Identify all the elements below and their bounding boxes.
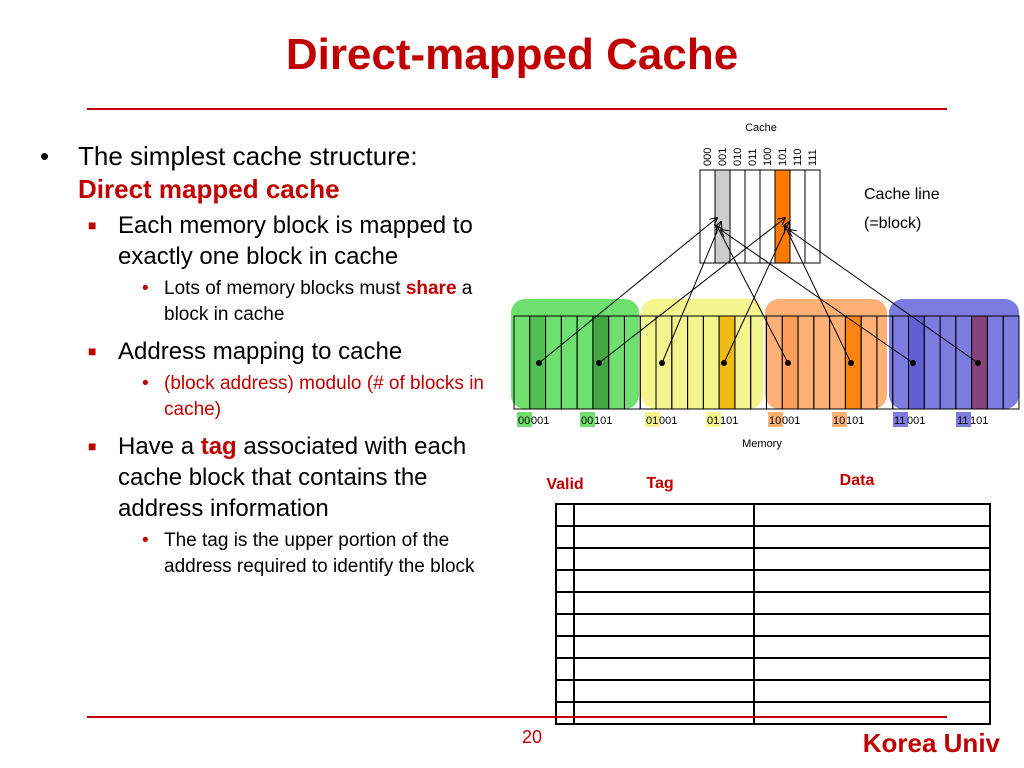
mapping-arrow xyxy=(661,222,721,364)
bullet-emphasis: tag xyxy=(200,433,237,460)
address-prefix: 10 xyxy=(833,415,845,427)
mapping-arrow xyxy=(789,230,979,364)
bullet-emphasis: Direct mapped cache xyxy=(78,174,340,204)
address-prefix: 11 xyxy=(894,415,905,427)
bullet-dot-icon: • xyxy=(142,278,149,299)
cache-cell xyxy=(699,169,716,264)
address-prefix-bg xyxy=(832,412,847,427)
address-prefix: 10 xyxy=(769,415,781,427)
address-suffix: 101 xyxy=(594,415,612,427)
bullet-text: Lots of memory blocks must xyxy=(164,278,401,299)
address-suffix: 101 xyxy=(970,415,988,427)
cache-line-label: Cache line xyxy=(864,186,940,203)
cache-index-label: 010 xyxy=(732,148,744,166)
address-prefix: 00 xyxy=(581,415,593,427)
cache-index-label: 001 xyxy=(717,148,729,166)
cache-index-label: 000 xyxy=(702,148,714,166)
address-prefix: 00 xyxy=(518,415,530,427)
bullet-square-icon: ■ xyxy=(88,438,97,454)
address-prefix: 01 xyxy=(646,415,658,427)
address-suffix: 001 xyxy=(659,415,677,427)
cache-index-label: 111 xyxy=(807,149,819,166)
address-prefix-bg xyxy=(517,412,532,427)
footer-institution: Korea Univ xyxy=(862,728,1000,758)
cache-cell xyxy=(759,169,776,264)
cache-cell xyxy=(744,169,761,264)
bullet-level3: • The tag is the upper portion of the ad… xyxy=(40,528,490,580)
cache-index-label: 100 xyxy=(762,148,774,166)
bullet-text: associated with each cache block that co… xyxy=(118,433,467,522)
bullet-dot-icon: • xyxy=(40,141,50,171)
bullet-level3: • Lots of memory blocks must share a blo… xyxy=(40,276,490,328)
bullet-text: Each memory block is mapped to exactly o… xyxy=(118,212,473,270)
cache-line-label: (=block) xyxy=(864,215,921,232)
bullet-text: The simplest cache structure: xyxy=(78,141,418,171)
cache-index-label: 110 xyxy=(792,148,804,166)
mapping-arrow xyxy=(785,226,852,364)
bullet-level3: • (block address) modulo (# of blocks in… xyxy=(40,371,490,423)
address-prefix-bg xyxy=(645,412,660,427)
address-suffix: 001 xyxy=(782,415,800,427)
address-suffix: 101 xyxy=(720,415,738,427)
bullet-level1: • The simplest cache structure: Direct m… xyxy=(40,140,490,206)
cache-cell xyxy=(804,169,821,264)
address-suffix: 001 xyxy=(531,415,549,427)
table-header-valid: Valid xyxy=(546,476,583,493)
cache-cell xyxy=(729,169,746,264)
cache-cell xyxy=(774,169,791,264)
mapping-arrow xyxy=(723,222,789,364)
bullet-text: The tag is the upper portion of the addr… xyxy=(164,530,475,577)
page-number: 20 xyxy=(521,727,543,747)
cache-index-label: 011 xyxy=(747,148,759,166)
bullet-text: (block address) modulo (# of blocks in c… xyxy=(164,373,484,420)
footer-divider xyxy=(87,716,947,718)
cache-index-label: 101 xyxy=(777,148,789,166)
bullet-level2: ■ Each memory block is mapped to exactly… xyxy=(40,210,490,272)
address-prefix-bg xyxy=(768,412,783,427)
bullet-square-icon: ■ xyxy=(88,343,97,359)
bullet-dot-icon: • xyxy=(142,530,149,551)
cache-cell xyxy=(714,169,731,264)
bullet-level2: ■ Have a tag associated with each cache … xyxy=(40,431,490,524)
address-prefix-bg xyxy=(893,412,908,427)
address-suffix: 001 xyxy=(907,415,925,427)
address-suffix: 101 xyxy=(846,415,864,427)
mapping-arrow xyxy=(717,226,789,364)
address-prefix-bg xyxy=(706,412,721,427)
memory-cell xyxy=(1002,315,1020,410)
mapping-arrow xyxy=(538,218,717,364)
title-divider xyxy=(87,108,947,110)
address-prefix-bg xyxy=(956,412,971,427)
table-header-tag: Tag xyxy=(646,475,673,492)
address-prefix: 01 xyxy=(707,415,719,427)
cache-label: Cache xyxy=(745,122,777,134)
address-prefix-bg xyxy=(580,412,595,427)
slide-title: Direct-mapped Cache xyxy=(285,30,739,79)
bullet-list: • The simplest cache structure: Direct m… xyxy=(40,140,490,588)
table-header-data: Data xyxy=(840,472,875,489)
bullet-text: Address mapping to cache xyxy=(118,338,403,365)
mapping-arrow xyxy=(721,230,914,364)
bullet-emphasis: share xyxy=(405,278,457,299)
bullet-text: Have a xyxy=(118,433,195,460)
bullet-square-icon: ■ xyxy=(88,217,97,233)
cache-cell xyxy=(789,169,806,264)
bullet-level2: ■ Address mapping to cache xyxy=(40,336,490,367)
bullet-dot-icon: • xyxy=(142,373,149,394)
address-prefix: 11 xyxy=(957,415,968,427)
memory-label: Memory xyxy=(742,438,782,450)
bullet-text: a block in cache xyxy=(164,278,473,325)
